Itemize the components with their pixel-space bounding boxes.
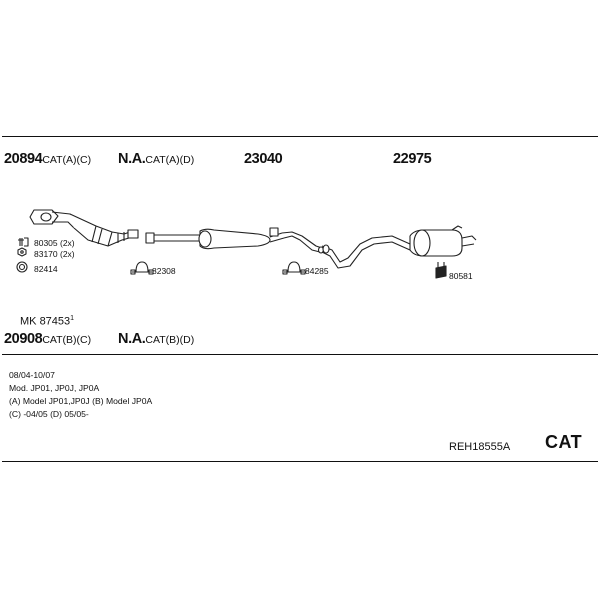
part-label-catalyst-b: 20908CAT(B)(C) [4, 330, 91, 348]
part-suffix: CAT(A)(D) [145, 154, 195, 166]
part-suffix: CAT(A)(C) [42, 154, 92, 166]
note-line: Mod. JP01, JP0J, JP0A [9, 383, 100, 393]
gasket-icon [16, 261, 28, 273]
part-number: 20908 [4, 331, 43, 347]
diagram-frame [2, 136, 598, 462]
part-label-catalyst-a: 20894CAT(A)(C) [4, 150, 91, 168]
category-label: CAT [545, 432, 583, 452]
catalyst-drawing [29, 209, 139, 247]
mounting-kit-label: MK 874531 [20, 315, 74, 328]
clamp-icon [130, 261, 154, 275]
part-label-middle-silencer: 23040 [244, 150, 283, 168]
notes-divider [2, 354, 598, 355]
kit-prefix: MK [20, 315, 37, 328]
bolt-icon [18, 237, 29, 247]
part-number: N.A. [118, 151, 146, 167]
nut-icon [17, 247, 27, 257]
accessory-label-clamp-2: 84285 [305, 266, 329, 276]
accessory-label-clamp-1: 82308 [152, 266, 176, 276]
rear-silencer-drawing [321, 225, 477, 269]
kit-number: 87453 [39, 315, 71, 328]
accessory-label-gasket: 82414 [34, 264, 58, 274]
reference-number: REH18555A [449, 441, 511, 453]
part-number: 20894 [4, 151, 43, 167]
kit-footnote: 1 [70, 315, 75, 322]
part-label-catalyst-b-d: N.A.CAT(B)(D) [118, 330, 194, 348]
note-line: (C) -04/05 (D) 05/05- [9, 409, 89, 419]
part-number: N.A. [118, 331, 146, 347]
accessory-label-nut: 83170 (2x) [34, 249, 75, 259]
part-suffix: CAT(B)(C) [42, 334, 92, 346]
part-number: 22975 [393, 151, 432, 167]
part-suffix: CAT(B)(D) [145, 334, 195, 346]
note-line: 08/04-10/07 [9, 370, 55, 380]
middle-silencer-drawing [145, 227, 325, 254]
accessory-label-bolt: 80305 (2x) [34, 238, 75, 248]
clamp-icon [282, 261, 306, 275]
rubber-mount-icon [435, 262, 447, 279]
part-label-rear-silencer: 22975 [393, 150, 432, 168]
note-line: (A) Model JP01,JP0J (B) Model JP0A [9, 396, 153, 406]
part-number: 23040 [244, 151, 283, 167]
accessory-label-rubber-mount: 80581 [449, 271, 473, 281]
part-label-catalyst-a-d: N.A.CAT(A)(D) [118, 150, 194, 168]
